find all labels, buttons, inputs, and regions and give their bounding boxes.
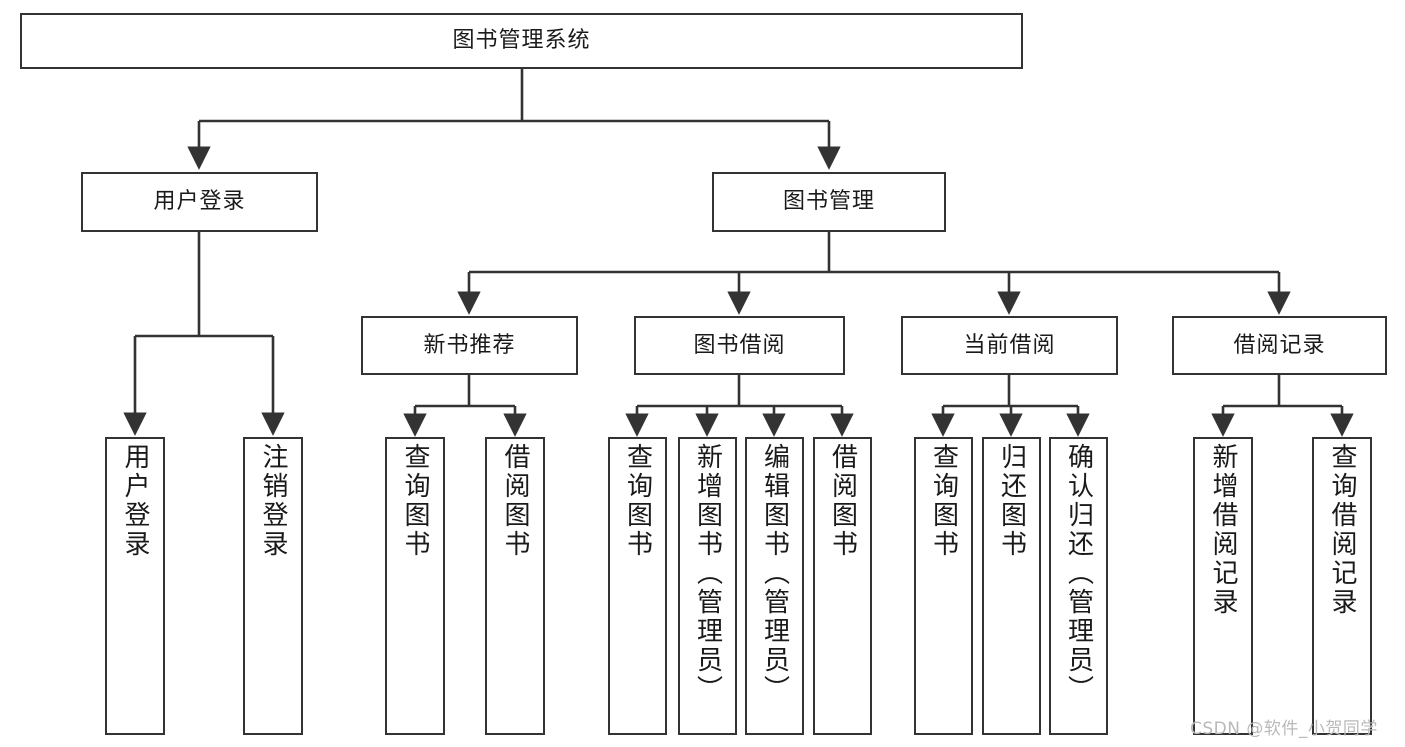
node-borrow-records[interactable]: 借阅记录 [1172, 316, 1387, 375]
node-label: 当前借阅 [963, 332, 1056, 358]
node-root-book-management-system[interactable]: 图书管理系统 [20, 13, 1023, 69]
leaf-records-add-record[interactable]: 新增借阅记录 [1193, 437, 1253, 735]
leaf-newbook-query-book[interactable]: 查询图书 [385, 437, 445, 735]
leaf-newbook-borrow-book[interactable]: 借阅图书 [485, 437, 545, 735]
node-book-borrow[interactable]: 图书借阅 [634, 316, 845, 375]
leaf-borrow-query-book[interactable]: 查询图书 [608, 437, 667, 735]
node-label: 新书推荐 [423, 332, 516, 358]
node-label: 编辑图书（管理员） [759, 443, 790, 704]
node-label: 图书管理 [782, 189, 875, 215]
node-label: 借阅图书 [827, 443, 858, 559]
node-label: 图书管理系统 [452, 28, 591, 54]
node-label: 注销登录 [258, 443, 288, 559]
node-user-login[interactable]: 用户登录 [81, 172, 318, 232]
leaf-borrow-edit-book-admin[interactable]: 编辑图书（管理员） [745, 437, 804, 735]
node-label: 用户登录 [120, 443, 150, 559]
leaf-current-confirm-return-admin[interactable]: 确认归还（管理员） [1049, 437, 1108, 735]
node-new-book-recommend[interactable]: 新书推荐 [361, 316, 578, 375]
leaf-user-login[interactable]: 用户登录 [105, 437, 165, 735]
node-label: 查询图书 [400, 443, 430, 559]
node-current-borrow[interactable]: 当前借阅 [901, 316, 1118, 375]
node-label: 归还图书 [996, 443, 1027, 559]
leaf-records-query-record[interactable]: 查询借阅记录 [1312, 437, 1372, 735]
node-label: 借阅图书 [500, 443, 530, 559]
node-label: 新增图书（管理员） [692, 443, 723, 704]
node-label: 借阅记录 [1233, 332, 1326, 358]
node-label: 查询图书 [928, 443, 959, 559]
node-label: 确认归还（管理员） [1063, 443, 1094, 704]
node-book-management[interactable]: 图书管理 [712, 172, 946, 232]
node-label: 新增借阅记录 [1208, 443, 1238, 617]
node-label: 查询图书 [622, 443, 653, 559]
node-label: 用户登录 [153, 189, 246, 215]
leaf-borrow-borrow-book[interactable]: 借阅图书 [813, 437, 872, 735]
node-label: 图书借阅 [693, 332, 786, 358]
leaf-current-query-book[interactable]: 查询图书 [914, 437, 973, 735]
leaf-borrow-add-book-admin[interactable]: 新增图书（管理员） [678, 437, 737, 735]
csdn-watermark: CSDN @软件_小贺同学 [1190, 719, 1378, 739]
leaf-user-logout[interactable]: 注销登录 [243, 437, 303, 735]
leaf-current-return-book[interactable]: 归还图书 [982, 437, 1041, 735]
node-label: 查询借阅记录 [1327, 443, 1357, 617]
